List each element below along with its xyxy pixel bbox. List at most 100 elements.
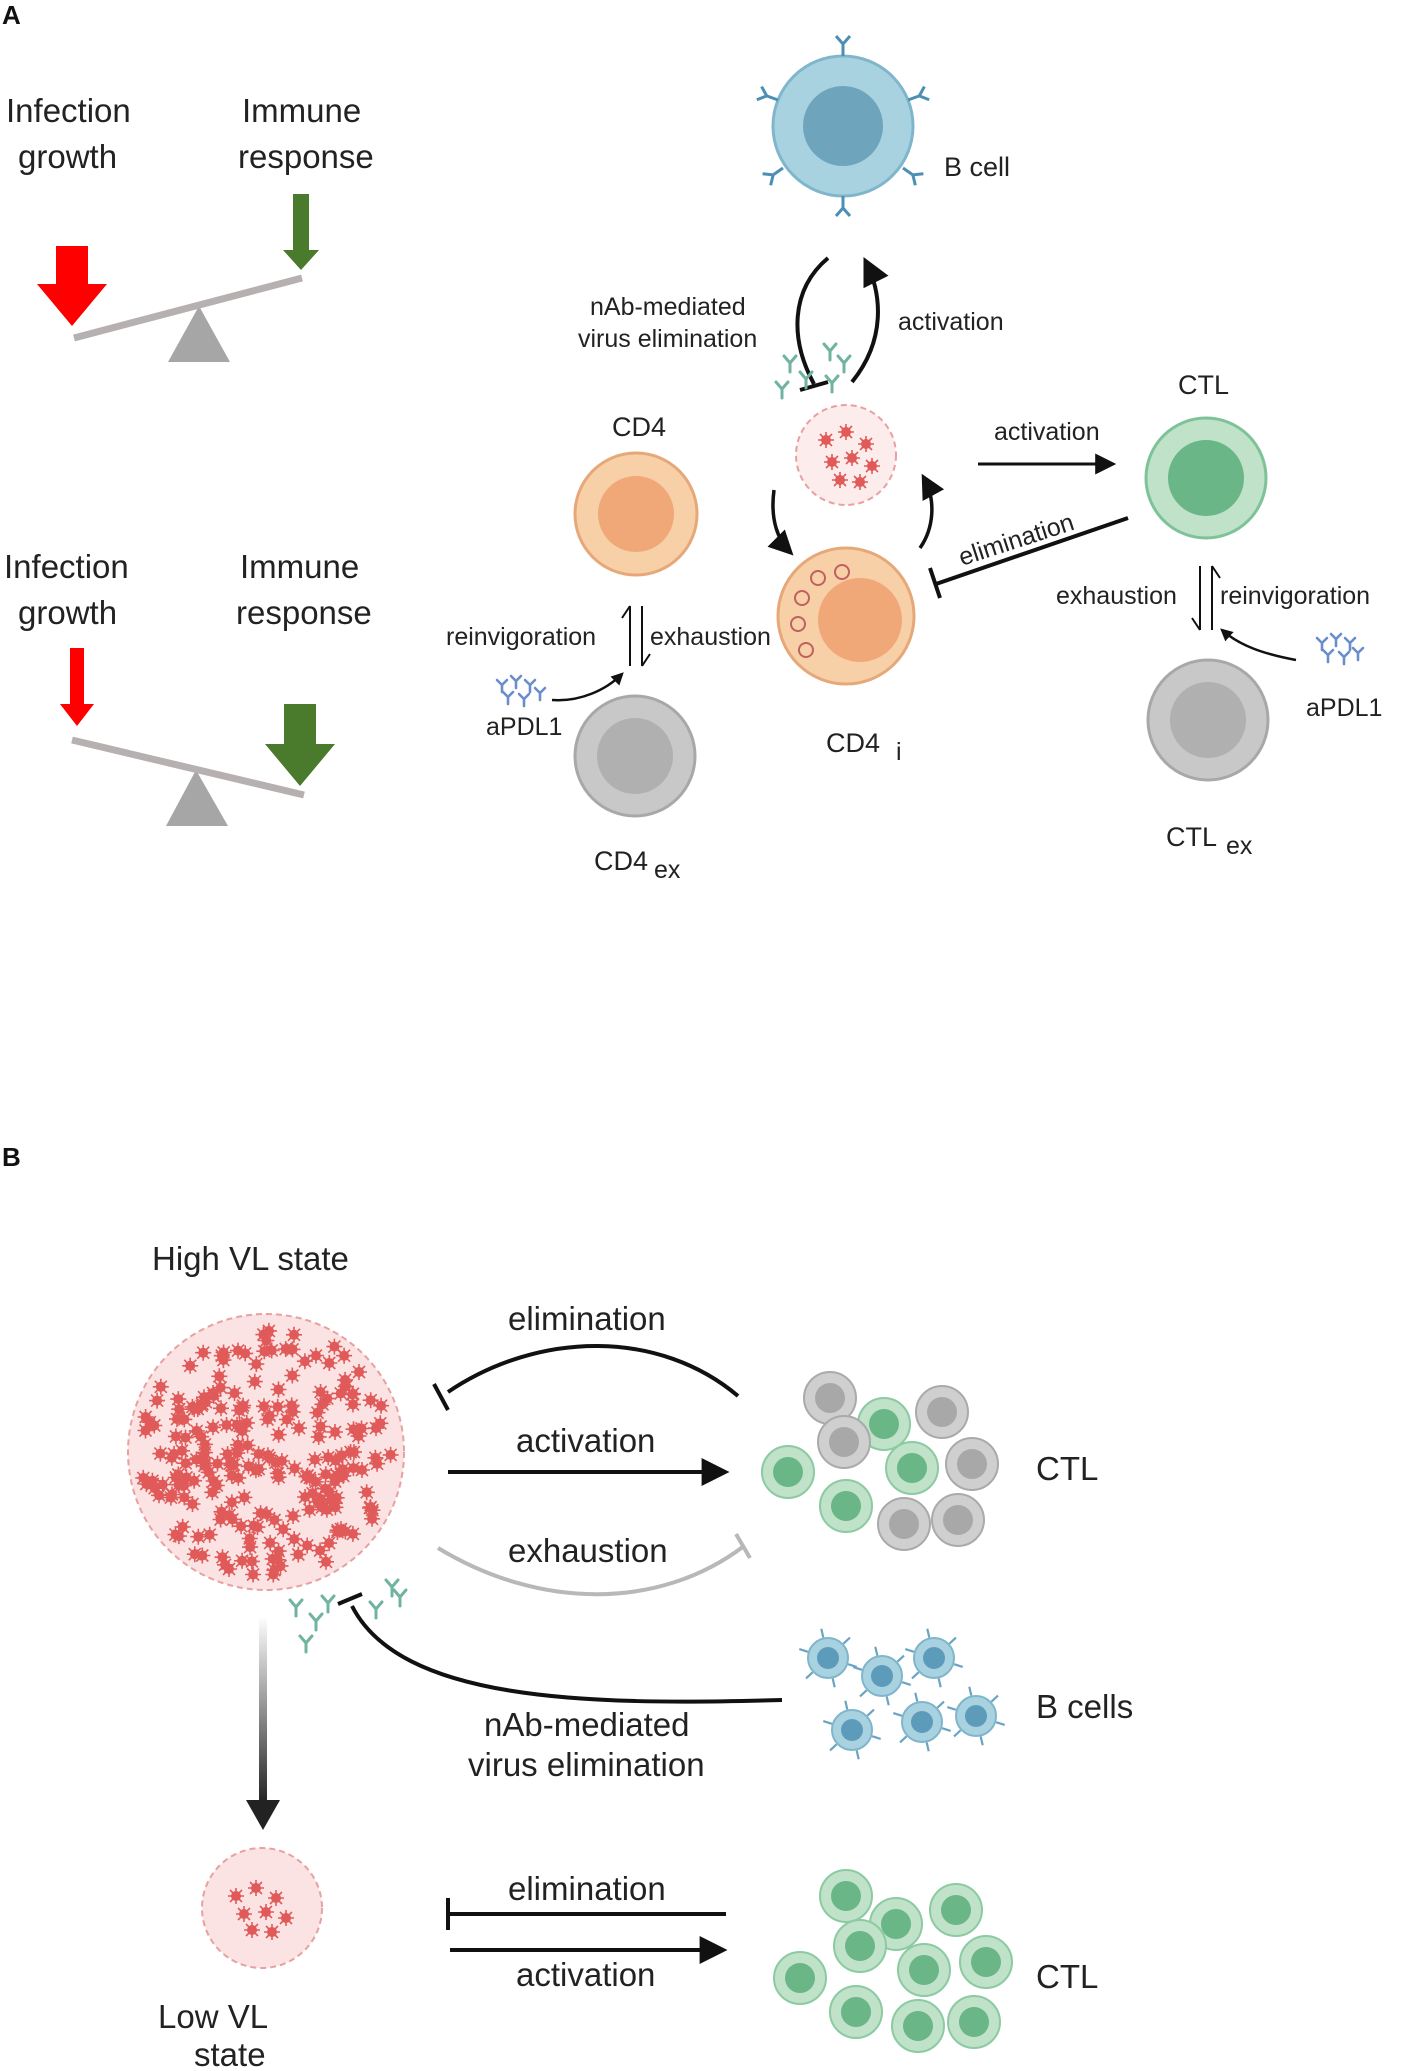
virus-icon xyxy=(344,1384,362,1403)
antibody-icon xyxy=(1315,632,1365,666)
ctlex-label: CTL xyxy=(1166,822,1217,852)
low-vl-label-1: Low VL xyxy=(158,1998,268,2035)
virus-icon xyxy=(229,1469,248,1487)
antibody-spike xyxy=(852,1666,863,1671)
cd4ex-sub: ex xyxy=(654,856,681,884)
fulcrum-icon xyxy=(168,306,230,362)
ctl-elimination-bar xyxy=(432,1383,450,1411)
b-cell xyxy=(901,1701,943,1743)
ctl-reinvigoration-label: reinvigoration xyxy=(1220,582,1370,610)
cd4i-sub: i xyxy=(896,738,902,766)
virus-icon xyxy=(257,1505,276,1523)
virus-icon xyxy=(266,1453,285,1472)
antibody-spike xyxy=(899,1735,908,1744)
apdl1-right-arrow xyxy=(1220,628,1297,662)
b-cells-label: B cells xyxy=(1036,1688,1133,1725)
virus-icon xyxy=(194,1343,212,1362)
ctl-cell xyxy=(947,1995,1001,2049)
ctl-cell xyxy=(833,1919,887,1973)
ctlex-sub: ex xyxy=(1226,832,1253,860)
antibody-spike xyxy=(953,1663,964,1668)
red-arrow-icon xyxy=(37,246,107,326)
virus-icon xyxy=(361,1498,380,1516)
cd4-label: CD4 xyxy=(612,412,666,442)
transition-arrowhead xyxy=(246,1800,280,1830)
virus-icon xyxy=(234,1396,252,1415)
antibody-spike xyxy=(926,1628,931,1638)
virus-icon xyxy=(203,1483,222,1502)
antibody-spike xyxy=(892,1712,903,1717)
low-vl-label-2: state xyxy=(194,2036,266,2071)
antibody-spike xyxy=(901,1681,912,1686)
antibody-spike xyxy=(911,1671,920,1680)
exhaustion-label: exhaustion xyxy=(508,1532,668,1569)
antibody-icon xyxy=(774,342,852,400)
virus-icon xyxy=(313,1395,332,1414)
virus-icon xyxy=(249,1445,268,1463)
antibody-spike xyxy=(953,1729,962,1738)
antibody-spike xyxy=(937,1678,942,1688)
virus-icon xyxy=(367,1419,385,1437)
antibody-icon xyxy=(495,674,547,708)
virus-icon xyxy=(363,1510,381,1528)
virus-icon xyxy=(204,1384,222,1402)
b-cell xyxy=(861,1655,903,1697)
virus-icon xyxy=(325,1337,344,1356)
virus-icon xyxy=(204,1472,223,1490)
antibody-spike xyxy=(948,1636,957,1645)
virus-icon xyxy=(196,1435,214,1454)
virus-icon xyxy=(319,1448,338,1467)
virus-icon xyxy=(143,1472,162,1490)
seesaw-beam xyxy=(71,736,305,799)
infection-growth-label-bottom-1: Infection xyxy=(4,548,129,585)
virus-icon xyxy=(189,1527,208,1546)
high-vl-virus-cluster xyxy=(127,1313,405,1591)
virus-icon xyxy=(186,1545,204,1563)
virus-icon xyxy=(352,1419,371,1438)
virus-icon xyxy=(183,1495,202,1513)
ctl-cell xyxy=(819,1869,873,1923)
immune-response-label-top-2: response xyxy=(238,138,374,175)
virus-icon xyxy=(276,1340,295,1358)
virus-icon xyxy=(235,1488,254,1507)
antibody-spike xyxy=(896,1654,905,1663)
nab-elimination-arrow xyxy=(795,256,830,385)
green-arrow-icon xyxy=(265,704,335,786)
virus-icon xyxy=(306,1450,324,1469)
green-arrow-icon xyxy=(283,194,319,270)
ctl-exhaustion-label: exhaustion xyxy=(1056,582,1177,610)
virus-icon xyxy=(247,1355,266,1373)
infection-growth-label-top-2: growth xyxy=(18,138,117,175)
virus-icon xyxy=(200,1525,219,1544)
antibody-spike xyxy=(855,1750,860,1760)
elimination-label-bottom: elimination xyxy=(508,1870,666,1907)
antibody-spike xyxy=(844,1700,849,1710)
red-arrow-icon xyxy=(60,648,94,726)
b-cell xyxy=(913,1637,955,1679)
nab-label-2: virus elimination xyxy=(468,1746,705,1783)
cd4-infected-cell xyxy=(776,546,916,686)
virus-icon xyxy=(344,1459,363,1477)
virus-icon xyxy=(246,1372,264,1391)
cd4-exhaustion-label: exhaustion xyxy=(650,623,771,651)
ctl-cell xyxy=(959,1935,1013,1989)
virus-icon xyxy=(213,1548,232,1566)
virus-icon xyxy=(173,1518,192,1536)
antibody-spike xyxy=(874,1646,879,1656)
ctl-label-top: CTL xyxy=(1036,1450,1098,1487)
b-cell xyxy=(755,34,931,218)
virus-icon xyxy=(176,1454,195,1472)
virus-icon xyxy=(298,1466,317,1485)
ctl-activation-label: activation xyxy=(994,418,1100,446)
virus-icon xyxy=(368,1454,386,1473)
ctl-cell xyxy=(897,1943,951,1997)
virus-icon xyxy=(204,1418,222,1437)
cd4i-label: CD4 xyxy=(826,728,880,758)
cd4ex-label: CD4 xyxy=(594,846,648,876)
nab-label-2: virus elimination xyxy=(578,325,757,353)
virus-icon xyxy=(212,1399,230,1418)
antibody-spike xyxy=(866,1708,875,1717)
ctl-elimination-arrow xyxy=(935,516,1129,586)
antibody-spike xyxy=(805,1671,814,1680)
virus-icon xyxy=(152,1378,170,1396)
